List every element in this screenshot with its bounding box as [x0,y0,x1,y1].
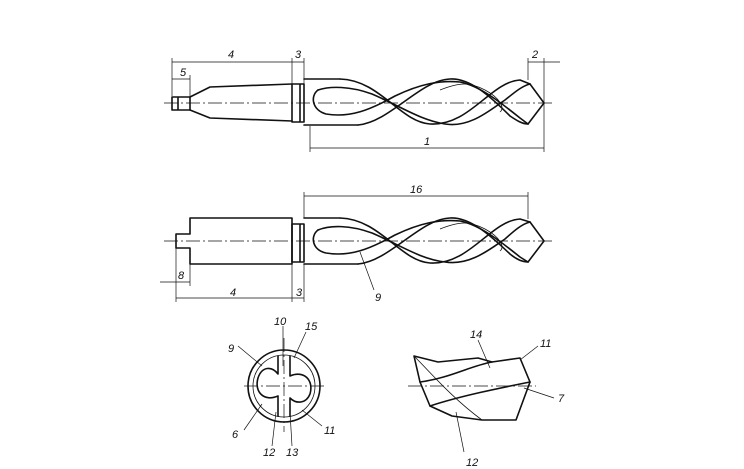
tip-flute-top [419,361,493,383]
tip-label-11: 11 [540,338,551,350]
top-label-3: 3 [295,49,302,61]
top-flute-2 [317,83,531,126]
top-label-1: 1 [424,136,430,148]
top-dim-3 [292,58,305,84]
top-label-2: 2 [531,49,538,61]
sec-label-13: 13 [286,447,299,459]
sec-leaders [237,326,323,447]
top-neck [291,83,305,123]
tip-leaders [455,339,555,453]
mid-neck [291,223,305,263]
top-tang [171,96,191,111]
top-label-4: 4 [228,49,234,61]
sec-outer-circle [247,349,321,423]
mid-label-8: 8 [178,270,185,282]
sec-label-15: 15 [305,321,318,333]
mid-label-3: 3 [296,287,303,299]
mid-dim-8 [160,264,191,286]
taper-shank-drill-view: 4 3 5 2 1 [164,49,560,152]
tip-label-7: 7 [558,393,565,405]
tip-label-12: 12 [466,457,478,469]
top-flute-land [439,83,503,113]
top-flute-1 [339,78,545,125]
mid-dim-4 [175,248,293,302]
sec-label-10: 10 [274,316,287,328]
drill-tip-detail: 14 11 7 12 [408,329,565,469]
top-body-outline [303,78,359,126]
top-taper-shank [189,83,293,122]
sec-flute-left [256,355,279,417]
top-dim-2 [527,58,560,103]
sec-flute-right [289,355,312,417]
mid-body-outline [303,217,359,265]
top-flute-4 [357,78,529,126]
mid-label-16: 16 [410,184,423,196]
top-dim-5 [172,75,191,97]
mid-flute-land [439,222,503,252]
tip-flute-bottom [429,381,531,407]
straight-shank-drill-view: 16 4 3 8 9 [160,184,552,304]
sec-label-9: 9 [228,343,234,355]
tip-label-14: 14 [470,329,482,341]
mid-dim-3 [292,264,305,302]
mid-flute-2 [317,221,531,264]
tip-flute-edge [413,355,483,421]
mid-leader-9 [359,251,375,291]
tip-outline [413,355,531,421]
sec-label-11: 11 [324,425,335,437]
drill-cross-section: 10 15 9 6 12 13 11 [228,316,335,459]
mid-label-4: 4 [230,287,236,299]
sec-label-12: 12 [263,447,275,459]
sec-label-6: 6 [232,429,239,441]
top-label-5: 5 [180,67,187,79]
mid-dim-16 [303,192,529,219]
mid-label-9: 9 [375,292,381,304]
mid-flute-4 [357,217,529,265]
sec-inner-circle [252,354,316,418]
mid-flute-1 [339,217,545,264]
top-dim-1 [309,103,545,152]
